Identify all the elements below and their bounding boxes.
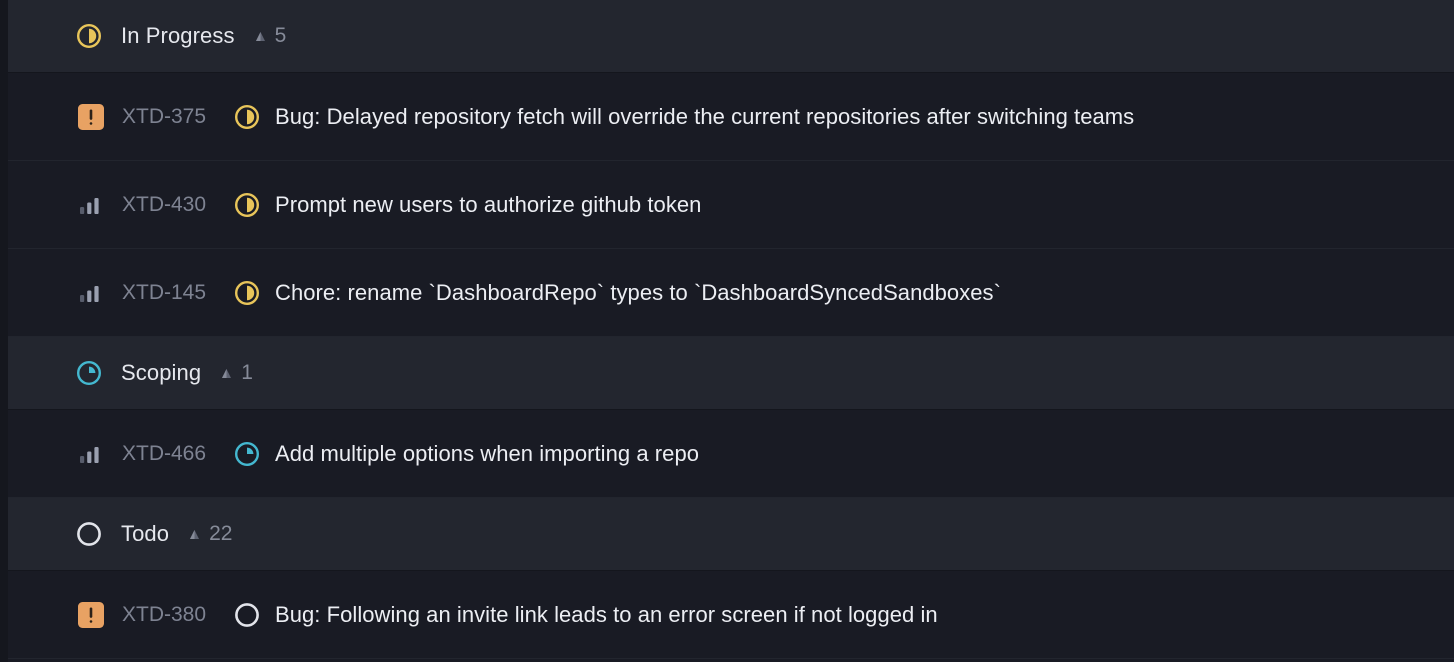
group-title: Todo xyxy=(121,521,170,546)
medium-priority-icon[interactable] xyxy=(78,441,104,467)
issue-row[interactable]: XTD-375 Bug: Delayed repository fetch wil… xyxy=(0,73,1454,161)
todo-icon[interactable] xyxy=(234,602,260,628)
issue-id: XTD-430 xyxy=(122,192,207,216)
issue-id: XTD-466 xyxy=(122,441,207,465)
group-header-in-progress[interactable]: In Progress 5 xyxy=(0,0,1454,73)
in-progress-icon[interactable] xyxy=(234,280,260,306)
count-triangle-icon xyxy=(188,528,201,541)
scoping-icon[interactable] xyxy=(234,441,260,467)
group-count-wrap: 1 xyxy=(220,361,253,385)
left-edge-strip xyxy=(0,0,8,662)
group-header-scoping[interactable]: Scoping 1 xyxy=(0,337,1454,410)
scoping-icon xyxy=(76,360,106,386)
count-triangle-icon xyxy=(220,367,233,380)
group-count-wrap: 5 xyxy=(254,24,287,48)
count-triangle-icon xyxy=(254,30,267,43)
group-header-todo[interactable]: Todo 22 xyxy=(0,498,1454,571)
issue-id: XTD-375 xyxy=(122,104,207,128)
issue-title: Bug: Following an invite link leads to a… xyxy=(275,601,938,627)
medium-priority-icon[interactable] xyxy=(78,192,104,218)
urgent-priority-icon[interactable] xyxy=(78,601,104,628)
issue-row[interactable]: XTD-430 Prompt new users to authorize git… xyxy=(0,161,1454,249)
group-title: Scoping xyxy=(121,360,202,385)
issue-id: XTD-145 xyxy=(122,280,207,304)
group-count-wrap: 22 xyxy=(188,522,232,546)
issue-row[interactable]: XTD-380 Bug: Following an invite link lea… xyxy=(0,571,1454,659)
group-count: 22 xyxy=(209,522,233,545)
issue-row[interactable]: XTD-466 Add multiple options when importi… xyxy=(0,410,1454,498)
issue-title: Add multiple options when importing a re… xyxy=(275,440,700,466)
in-progress-icon[interactable] xyxy=(234,192,260,218)
issue-title: Chore: rename `DashboardRepo` types to `… xyxy=(275,279,1001,305)
issue-id: XTD-380 xyxy=(122,602,207,626)
issue-title: Prompt new users to authorize github tok… xyxy=(275,191,702,217)
urgent-priority-icon[interactable] xyxy=(78,103,104,130)
todo-icon xyxy=(76,521,106,547)
issue-title: Bug: Delayed repository fetch will overr… xyxy=(275,103,1135,129)
group-title: In Progress xyxy=(121,23,235,48)
medium-priority-icon[interactable] xyxy=(78,280,104,306)
group-count: 1 xyxy=(241,361,253,384)
in-progress-icon xyxy=(76,23,106,49)
in-progress-icon[interactable] xyxy=(234,104,260,130)
group-count: 5 xyxy=(274,24,287,47)
issue-row[interactable]: XTD-145 Chore: rename `DashboardRepo` typ… xyxy=(0,249,1454,337)
